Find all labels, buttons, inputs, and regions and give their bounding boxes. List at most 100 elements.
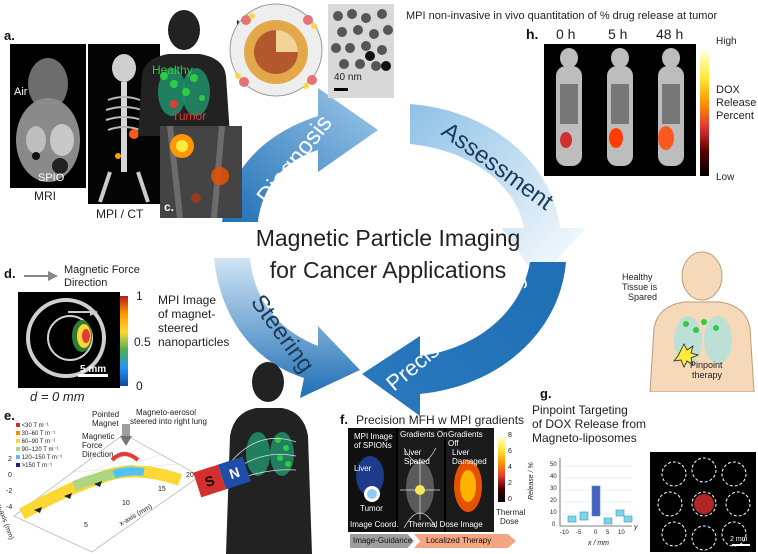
g-ytick-20: 20	[550, 498, 557, 504]
x-tick-15: 15	[158, 486, 166, 493]
g-ylabel: Release / %	[528, 462, 535, 500]
f-liver-spared-2: Spared	[404, 457, 430, 466]
y-tick-2: 2	[8, 456, 12, 463]
legend-text: >150 T m⁻¹	[21, 463, 53, 469]
g-ytick-40: 40	[550, 474, 557, 480]
g-ytick-50: 50	[550, 462, 557, 468]
force-label-1: Magnetic Force	[64, 264, 140, 276]
y-tick-neg2: -2	[6, 488, 13, 495]
panel-a-letter: a.	[4, 28, 15, 43]
g-xtick-10: 10	[618, 530, 625, 536]
body-silhouette-steering	[225, 362, 312, 554]
magnetic-force-2: Force	[82, 441, 103, 450]
g-healthy-1: Healthy	[622, 272, 653, 282]
thermal-dose-1: Thermal	[496, 508, 526, 517]
f-tumor: Tumor	[360, 504, 383, 513]
legend-item: <30 T m⁻¹	[16, 422, 78, 430]
tem-scale-label: 40 nm	[334, 72, 362, 83]
steering-arrow	[214, 258, 360, 398]
g-title-3: Magneto-liposomes	[532, 431, 637, 445]
g-title-2: of DOX Release from	[532, 417, 647, 431]
aerosol-trajectory-plot	[13, 424, 201, 553]
g-pinpoint-1: Pinpoint	[690, 360, 723, 370]
g-ytick-10: 10	[550, 510, 557, 516]
panel-g-letter: g.	[540, 386, 552, 401]
thermal-colorbar	[498, 436, 505, 502]
f-liver: Liver	[354, 464, 372, 473]
legend-swatch	[16, 447, 20, 451]
caption-2: of magnet-	[158, 307, 216, 321]
legend-swatch	[16, 439, 20, 443]
mpi-ct-label: MPI / CT	[96, 207, 144, 221]
colorbar-low: Low	[716, 172, 735, 183]
mpi-tumor-image: c.	[160, 126, 242, 218]
legend-item: >150 T m⁻¹	[16, 462, 78, 470]
x-tick-10: 10	[122, 500, 130, 507]
therapy-arrow	[362, 262, 566, 416]
healthy-label: Healthy	[152, 63, 193, 77]
thermal-dose-2: Dose	[500, 517, 519, 526]
assessment-arrow	[410, 104, 586, 280]
f-gradients-on: Gradients On	[400, 430, 448, 439]
time-5h: 5 h	[608, 26, 628, 42]
g-xtick-0: 0	[594, 530, 598, 536]
time-48h: 48 h	[656, 26, 684, 42]
patient-lungs-figure	[138, 10, 230, 136]
air-label: Air	[14, 86, 28, 98]
g-scale-label: 2 mm	[730, 536, 748, 543]
legend-swatch	[16, 431, 20, 435]
gradient-legend: <30 T m⁻¹ 30–60 T m⁻¹ 60–90 T m⁻¹ 90–120…	[16, 422, 78, 470]
colorbar-label-3: Percent	[716, 110, 754, 122]
y-tick-neg4: -4	[6, 504, 13, 511]
bar-right-label: Localized Therapy	[426, 536, 492, 545]
legend-text: 90–120 T m⁻¹	[21, 447, 59, 453]
steer-tick-0: 0	[136, 379, 143, 393]
d-distance-label: d = 0 mm	[30, 389, 85, 404]
dox-colorbar	[700, 52, 709, 176]
g-xtick-neg10: -10	[560, 530, 569, 536]
g-title-1: Pinpoint Targeting	[532, 403, 628, 417]
magnetic-force-3: Direction	[82, 450, 114, 459]
g-ytick-30: 30	[550, 486, 557, 492]
steer-tick-05: 0.5	[134, 335, 151, 349]
time-0h: 0 h	[556, 26, 576, 42]
f-image-coord: Image Coord.	[350, 520, 399, 529]
legend-text: <30 T m⁻¹	[21, 423, 49, 429]
legend-swatch	[16, 455, 20, 459]
caption-1: MPI Image	[158, 293, 217, 307]
colorbar-label-1: DOX	[716, 84, 740, 96]
nanoparticle-schematic	[229, 3, 323, 97]
panel-f-letter: f.	[340, 412, 348, 427]
f-liver-spared-1: Liver	[404, 448, 422, 457]
colorbar-label-2: Release	[716, 97, 757, 109]
diagnosis-arrow	[222, 88, 378, 222]
release-bar-chart	[559, 458, 633, 527]
mri-image: Air SPIO	[10, 44, 86, 188]
legend-item: 60–90 T m⁻¹	[16, 438, 78, 446]
bar-left-label: Image-Guidance	[353, 536, 413, 545]
g-healthy-3: Spared	[628, 292, 658, 302]
spio-label: SPIO	[38, 172, 65, 184]
g-pinpoint-2: therapy	[692, 370, 723, 380]
magnet-steered-image: 5 mm	[18, 292, 120, 388]
td-tick-8: 8	[508, 432, 512, 439]
td-tick-2: 2	[508, 480, 512, 487]
steer-colorbar	[120, 296, 128, 386]
f-gradients-off: Gradients Off	[448, 430, 483, 449]
legend-swatch	[16, 423, 20, 427]
d-scale-label: 5 mm	[80, 364, 107, 375]
td-tick-4: 4	[508, 464, 512, 471]
g-healthy-2: Tissue is	[622, 282, 658, 292]
colorbar-high: High	[716, 36, 737, 47]
panel-c-letter: c.	[164, 200, 175, 214]
td-tick-6: 6	[508, 448, 512, 455]
panel-h-title: MPI non-invasive in vivo quantitation of…	[406, 10, 718, 22]
g-xtick-neg5: -5	[576, 530, 582, 536]
mri-label: MRI	[34, 189, 56, 203]
f-thermal-dose-image: Thermal Dose Image	[408, 520, 483, 529]
panel-d-letter: d.	[4, 266, 16, 281]
aerosol-2: steered into right lung	[130, 417, 207, 426]
pointed-magnet-1: Pointed	[92, 410, 120, 419]
force-direction-arrow	[24, 271, 58, 281]
